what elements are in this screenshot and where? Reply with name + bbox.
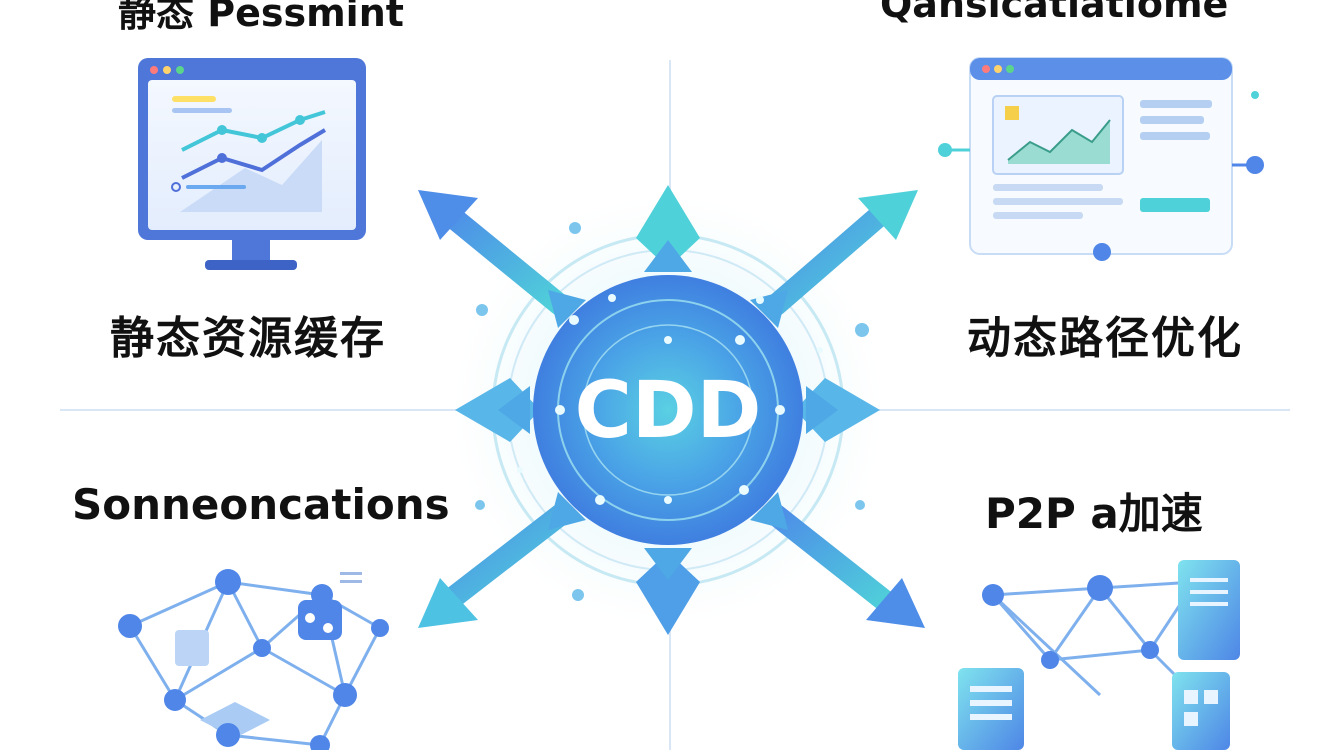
dashboard-window-icon xyxy=(938,57,1264,261)
hub-label: CDD xyxy=(575,366,762,456)
hub-dots xyxy=(517,294,823,505)
top-left-heading: 静态 Pessmint xyxy=(118,0,404,35)
arrow-head-top-right xyxy=(858,190,918,240)
top-right-caption: 动态路径优化 xyxy=(967,313,1243,364)
top-right-heading: Qansicatiatiome xyxy=(880,0,1229,26)
arrow-head-bottom-right xyxy=(866,578,925,628)
server-network-icon xyxy=(958,560,1240,750)
ambient-dots xyxy=(475,222,869,601)
top-left-caption: 静态资源缓存 xyxy=(110,313,386,364)
hub-inner-ring xyxy=(582,324,754,496)
node-network-icon xyxy=(118,569,389,750)
arrow-head-bottom-left xyxy=(418,578,478,628)
diagonal-arrows xyxy=(439,204,901,616)
arrow-head-top-left xyxy=(418,190,478,240)
hub-core xyxy=(533,275,803,545)
bottom-right-caption: P2P a加速 xyxy=(985,489,1203,538)
monitor-chart-icon xyxy=(138,58,366,270)
bottom-left-caption: Sonneoncations xyxy=(72,480,450,529)
